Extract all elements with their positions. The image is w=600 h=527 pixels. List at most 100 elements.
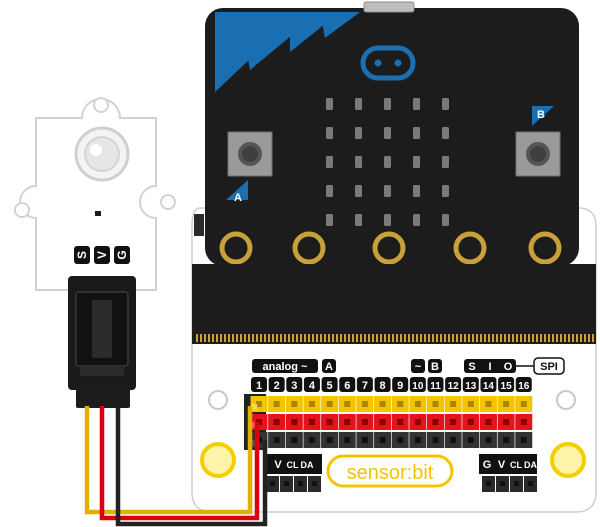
edge-tooth: [388, 334, 390, 342]
pin-headers: [244, 394, 533, 450]
edge-tooth: [400, 334, 402, 342]
mount-hole-left: [208, 390, 228, 410]
led: [326, 98, 333, 110]
pin-number-badge: [515, 377, 532, 392]
led: [413, 127, 420, 139]
ring-pin: [453, 231, 487, 265]
bottom-sockets: [266, 476, 537, 492]
i2c-label: V: [498, 459, 506, 471]
button-a[interactable]: [227, 131, 273, 177]
edge-connector-teeth: [196, 334, 594, 342]
edge-ring-pins: [219, 231, 562, 265]
pin-number-label: 4: [309, 380, 316, 392]
edge-tooth: [344, 334, 346, 342]
edge-tooth: [240, 334, 242, 342]
pin-number-badge: [462, 377, 479, 392]
edge-tooth: [468, 334, 470, 342]
pin-number-label: 5: [327, 380, 333, 392]
edge-tooth: [308, 334, 310, 342]
pin-number-label: 6: [344, 380, 350, 392]
edge-tooth: [368, 334, 370, 342]
button-a-label: A: [234, 192, 242, 204]
module-pin-badge: [114, 246, 130, 264]
edge-tooth: [284, 334, 286, 342]
edge-tooth: [580, 334, 582, 342]
pin-number-badge: [356, 377, 373, 392]
edge-tooth: [544, 334, 546, 342]
edge-tooth: [500, 334, 502, 342]
label-spi: SPI: [540, 361, 558, 373]
edge-tooth: [436, 334, 438, 342]
edge-tooth: [588, 334, 590, 342]
pin-number-label: 2: [274, 380, 280, 392]
module-pin-label: V: [95, 251, 109, 259]
edge-tooth: [268, 334, 270, 342]
label-spi-i: I: [488, 361, 491, 373]
button-b[interactable]: [515, 131, 561, 177]
ring-pin: [528, 231, 562, 265]
edge-tooth: [532, 334, 534, 342]
edge-tooth: [460, 334, 462, 342]
led: [413, 156, 420, 168]
edge-tooth: [236, 334, 238, 342]
edge-tooth: [384, 334, 386, 342]
pin-number-badge: [286, 377, 303, 392]
led: [355, 214, 362, 226]
edge-tooth: [476, 334, 478, 342]
led: [442, 127, 449, 139]
led: [442, 156, 449, 168]
edge-tooth: [300, 334, 302, 342]
edge-tooth: [224, 334, 226, 342]
edge-tooth: [328, 334, 330, 342]
edge-tooth: [204, 334, 206, 342]
ring-pin: [292, 231, 326, 265]
ring-pin: [372, 231, 406, 265]
pin-number-label: 15: [501, 381, 513, 392]
module-pin-badge: [94, 246, 110, 264]
edge-tooth: [276, 334, 278, 342]
edge-tooth: [220, 334, 222, 342]
led: [384, 127, 391, 139]
edge-tooth: [592, 334, 594, 342]
edge-tooth: [292, 334, 294, 342]
led: [384, 156, 391, 168]
wire-vcc: [99, 406, 260, 521]
edge-tooth: [316, 334, 318, 342]
header-row-gnd: [250, 432, 533, 448]
edge-connector-slot: [192, 264, 596, 344]
edge-tooth: [444, 334, 446, 342]
edge-tooth: [376, 334, 378, 342]
pin-number-label: 9: [397, 380, 403, 392]
header-row-signal: [250, 396, 533, 412]
pin-number-badge: [392, 377, 409, 392]
edge-tooth: [496, 334, 498, 342]
led: [384, 214, 391, 226]
edge-tooth: [260, 334, 262, 342]
pin-number-badge: [498, 377, 515, 392]
pin-number-label: 8: [379, 380, 385, 392]
pin-number-badge: [321, 377, 338, 392]
edge-tooth: [440, 334, 442, 342]
led: [326, 156, 333, 168]
ring-pin: [219, 231, 253, 265]
jumper-wires: [84, 406, 268, 527]
edge-tooth: [356, 334, 358, 342]
edge-tooth: [464, 334, 466, 342]
edge-tooth: [420, 334, 422, 342]
led: [413, 98, 420, 110]
led: [413, 185, 420, 197]
module-pin-badge: [74, 246, 90, 264]
edge-tooth: [304, 334, 306, 342]
edge-tooth: [552, 334, 554, 342]
pin-number-label: 14: [483, 381, 495, 392]
edge-tooth: [576, 334, 578, 342]
edge-tooth: [272, 334, 274, 342]
edge-tooth: [548, 334, 550, 342]
led: [384, 185, 391, 197]
pin-number-label: 11: [430, 381, 441, 392]
edge-tooth: [296, 334, 298, 342]
pin-number-badge: [409, 377, 426, 392]
label-spi-s: S: [468, 361, 475, 373]
